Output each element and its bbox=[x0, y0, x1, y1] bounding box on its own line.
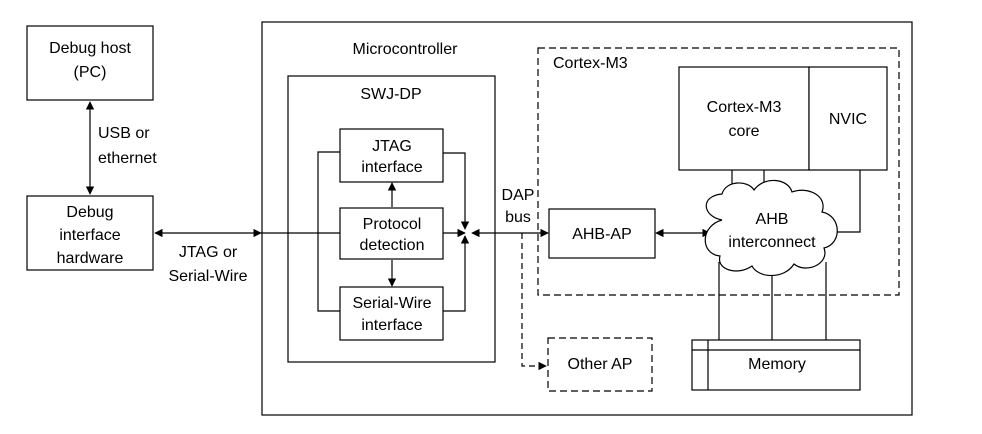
jtag-interface-block: JTAG interface bbox=[339, 128, 444, 183]
debug-interface-block: Debug interface hardware bbox=[26, 195, 154, 271]
dap-label: DAP bbox=[502, 187, 535, 204]
serial-wire-interface-line1: Serial-Wire bbox=[352, 295, 431, 312]
debug-interface-line1: Debug bbox=[66, 204, 113, 221]
protocol-detection-line1: Protocol bbox=[363, 216, 422, 233]
jtag-or-label: JTAG or bbox=[179, 244, 238, 261]
swj-dp-wiring bbox=[317, 151, 470, 312]
cortex-m3-core-block: Cortex-M3 core bbox=[678, 66, 810, 171]
nvic-label: NVIC bbox=[829, 111, 867, 128]
cortex-m3-core-line2: core bbox=[728, 123, 759, 140]
jtag-sw-link: JTAG or Serial-Wire bbox=[154, 228, 340, 285]
cortex-m3-core-line1: Cortex-M3 bbox=[707, 99, 782, 116]
ethernet-label: ethernet bbox=[98, 150, 157, 167]
usb-label: USB or bbox=[98, 125, 150, 142]
swj-dp-block: SWJ-DP bbox=[287, 75, 496, 363]
ahb-label: AHB bbox=[756, 211, 789, 228]
cortex-m3-region: Cortex-M3 bbox=[537, 47, 900, 296]
interconnect-label: interconnect bbox=[728, 234, 816, 251]
debug-interface-line2: interface bbox=[59, 227, 120, 244]
memory-block: Memory bbox=[691, 339, 861, 391]
usb-link: USB or ethernet bbox=[85, 101, 157, 195]
serial-wire-interface-block: Serial-Wire interface bbox=[339, 286, 444, 341]
protocol-detection-line2: detection bbox=[360, 237, 425, 254]
debug-host-sublabel: (PC) bbox=[74, 64, 107, 81]
swj-dp-label: SWJ-DP bbox=[360, 86, 421, 103]
debug-host-block: Debug host (PC) bbox=[26, 25, 154, 101]
nvic-block: NVIC bbox=[808, 66, 888, 171]
jtag-interface-line1: JTAG bbox=[372, 138, 412, 155]
cortex-m3-label: Cortex-M3 bbox=[553, 55, 628, 72]
ahb-ap-block: AHB-AP bbox=[548, 208, 656, 259]
protocol-detection-block: Protocol detection bbox=[339, 207, 444, 260]
debug-interface-line3: hardware bbox=[57, 250, 124, 267]
ahb-interconnect-cloud: AHB interconnect bbox=[704, 179, 838, 277]
other-ap-label: Other AP bbox=[568, 356, 633, 373]
debug-host-label: Debug host bbox=[49, 40, 131, 57]
ahb-ap-label: AHB-AP bbox=[572, 226, 632, 243]
jtag-interface-line2: interface bbox=[361, 159, 422, 176]
other-ap-block: Other AP bbox=[547, 337, 653, 392]
microcontroller-block: Microcontroller bbox=[261, 21, 913, 416]
serial-wire-label: Serial-Wire bbox=[168, 268, 247, 285]
microcontroller-label: Microcontroller bbox=[353, 41, 459, 58]
bus-label: bus bbox=[505, 209, 531, 226]
dap-bus: DAP bus bbox=[471, 187, 549, 371]
serial-wire-interface-line2: interface bbox=[361, 317, 422, 334]
memory-label: Memory bbox=[748, 356, 806, 373]
